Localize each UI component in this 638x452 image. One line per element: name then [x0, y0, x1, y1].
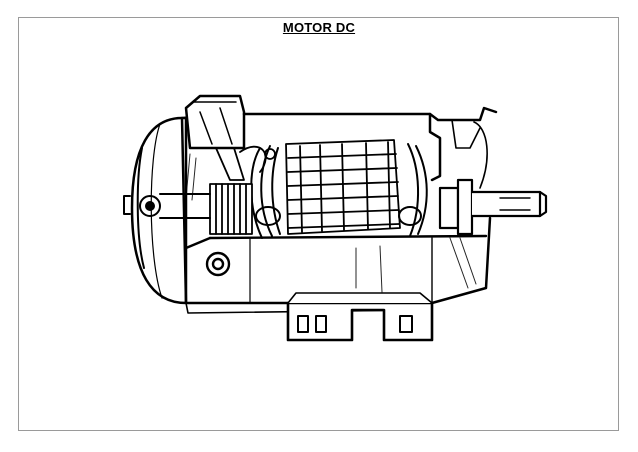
cutaway-top	[242, 106, 498, 189]
dc-motor-cutaway-icon	[120, 88, 550, 348]
armature	[285, 139, 401, 235]
shaft	[438, 178, 548, 236]
terminal-box	[184, 94, 246, 150]
field-coils	[250, 143, 428, 239]
bearing-left	[139, 193, 211, 219]
mounting-feet	[286, 292, 434, 342]
lower-housing	[184, 234, 488, 304]
shading	[185, 153, 477, 293]
end-bell	[123, 116, 188, 305]
page-title: MOTOR DC	[282, 20, 356, 35]
